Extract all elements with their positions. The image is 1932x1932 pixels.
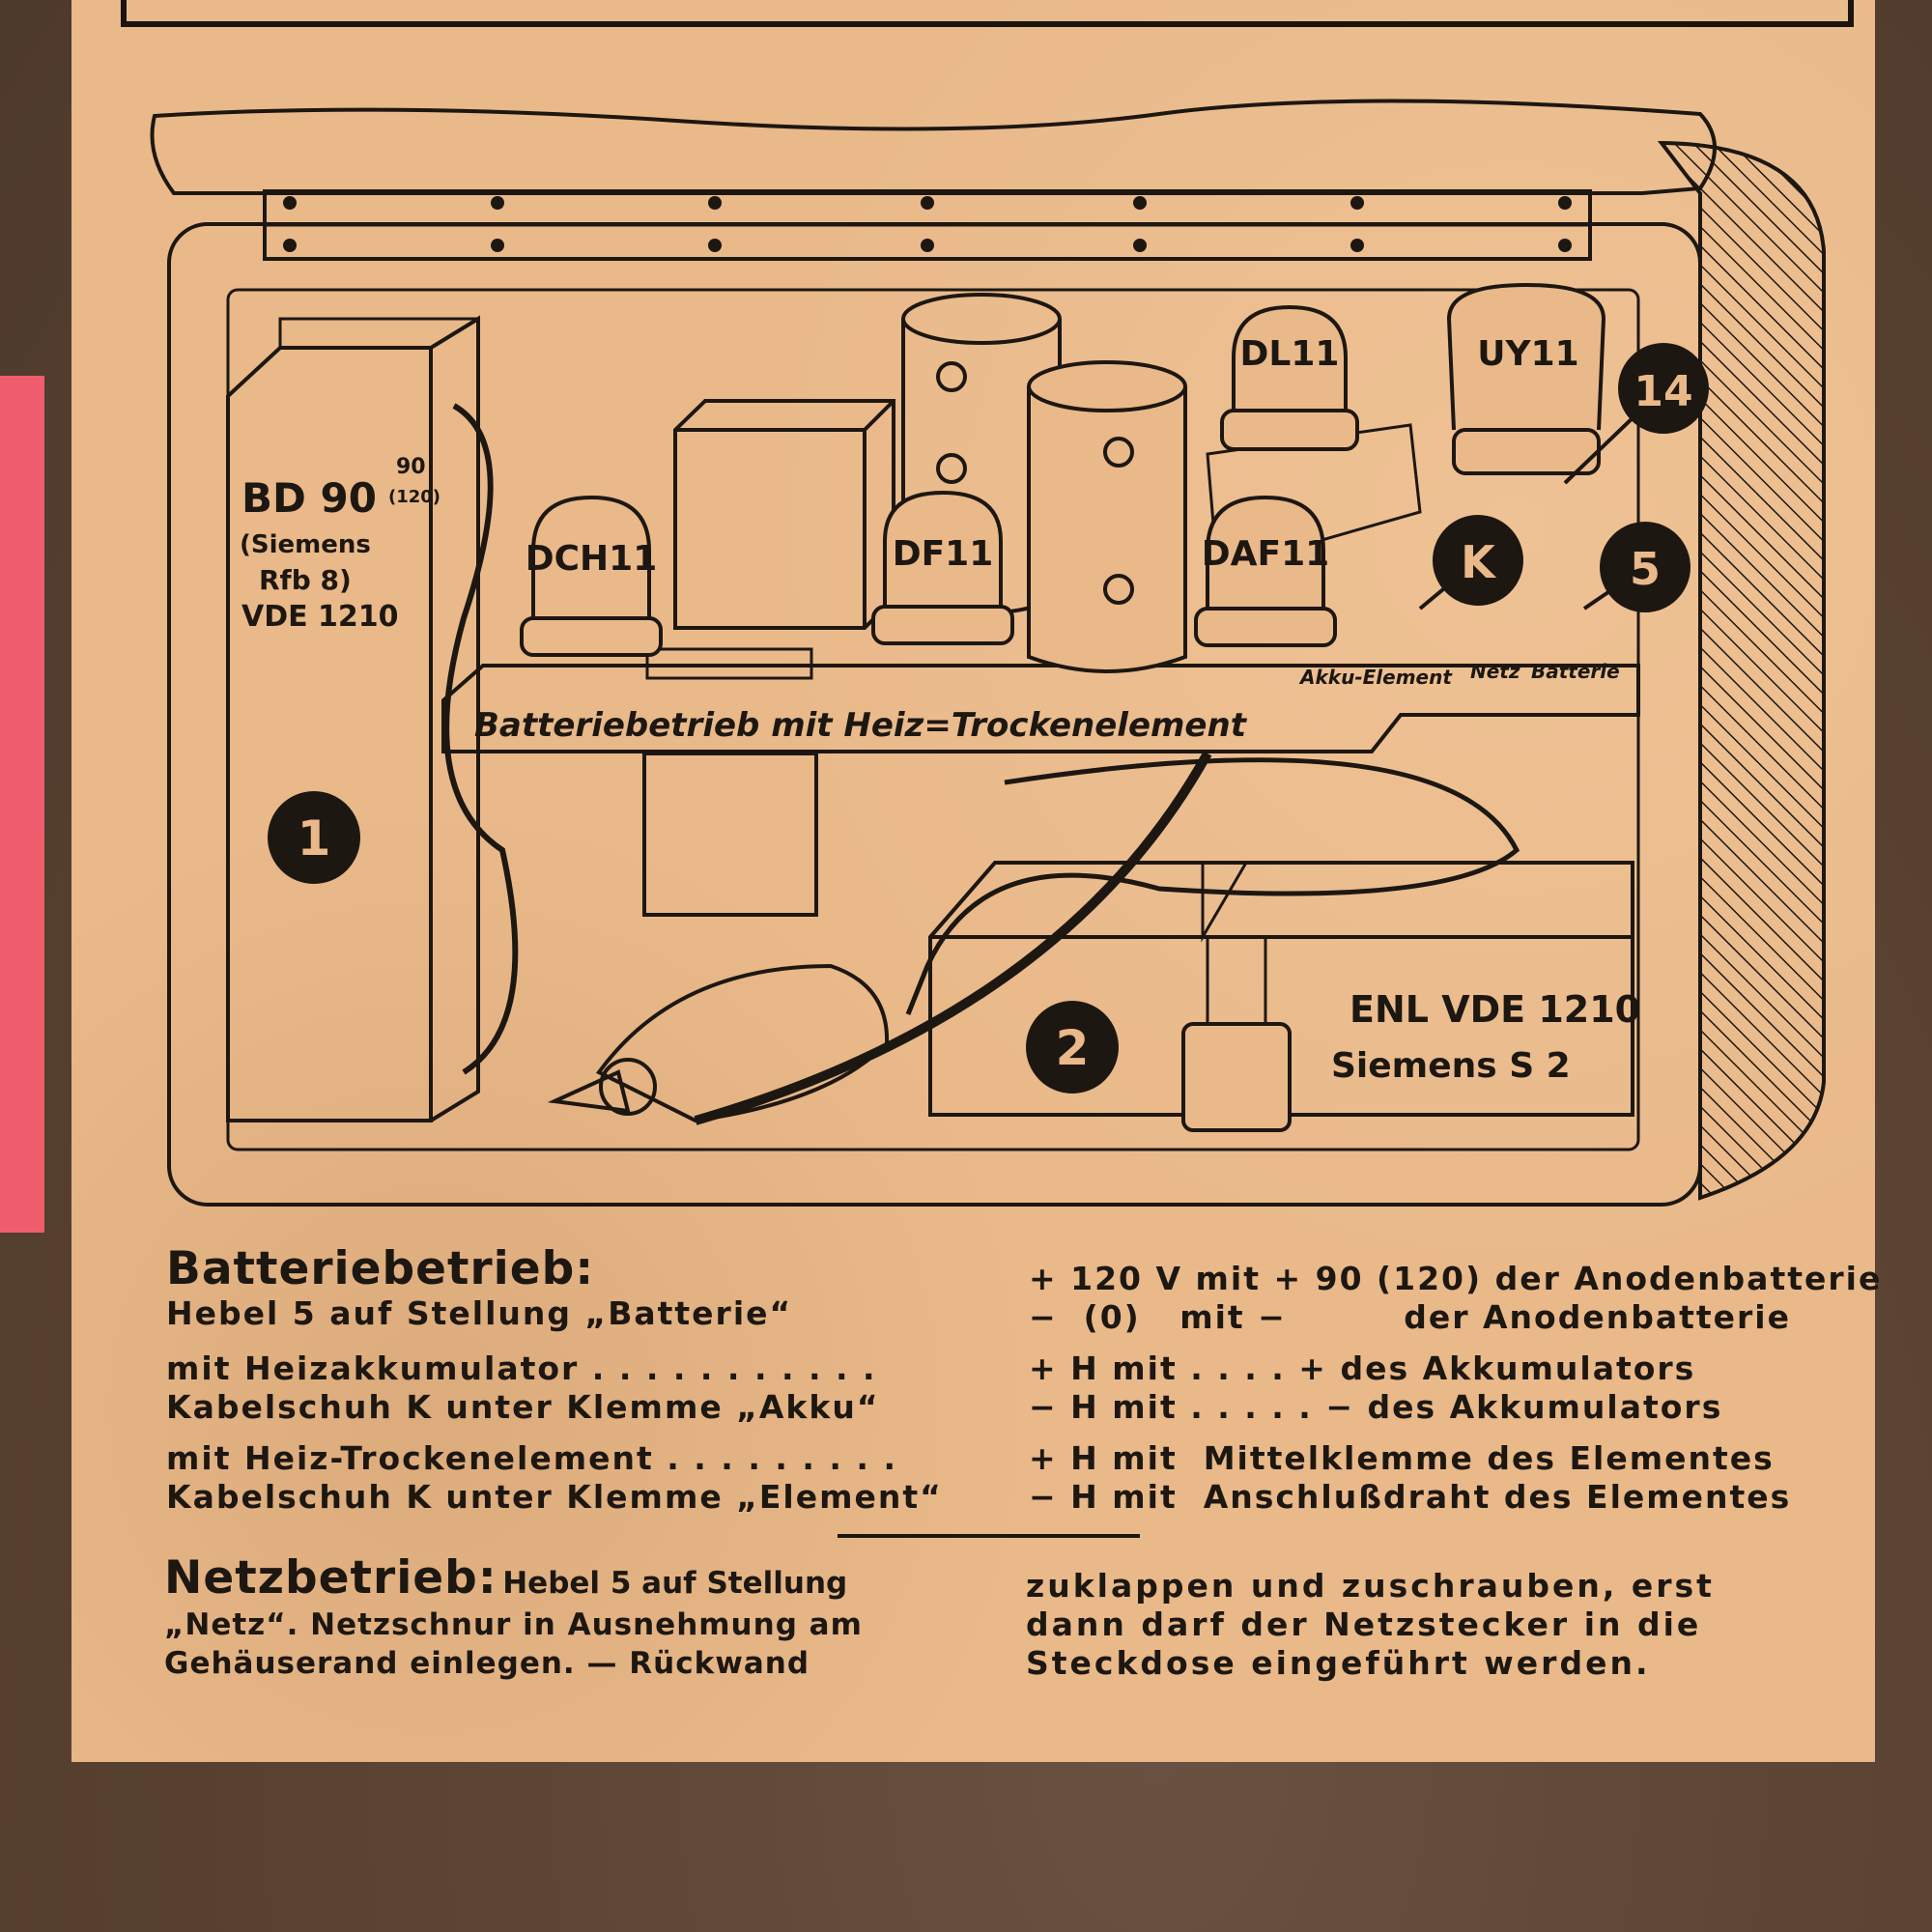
svg-text:(120): (120)	[388, 487, 440, 507]
svg-text:14: 14	[1634, 367, 1692, 416]
coil-box	[673, 399, 895, 630]
battery-1-cable	[443, 403, 519, 1075]
wiring-line: − H mit . . . . . − des Akkumulators	[1029, 1388, 1723, 1426]
wiring-line: + H mit Mittelklemme des Elementes	[1029, 1439, 1775, 1477]
svg-text:DF11: DF11	[893, 534, 994, 574]
chassis-label: Batteriebetrieb mit Heiz=Trockenelement	[474, 706, 1248, 745]
mains-text: Gehäuserand einlegen. — Rückwand	[164, 1646, 810, 1681]
marker-14	[1618, 343, 1709, 434]
mains-text: Steckdose eingeführt werden.	[1026, 1644, 1651, 1682]
top-frame-box	[121, 0, 1854, 27]
battery-2-box	[928, 861, 1634, 1117]
svg-text:K: K	[1461, 536, 1497, 588]
tube-dch11	[520, 495, 663, 657]
svg-text:5: 5	[1630, 543, 1661, 595]
mains-text: zuklappen und zuschrauben, erst	[1026, 1567, 1715, 1605]
lower-can	[642, 752, 818, 917]
cabinet-side-hatched	[1657, 140, 1826, 1201]
battery-instruction: Kabelschuh K unter Klemme „Element“	[166, 1478, 943, 1516]
tube-dl11	[1220, 304, 1359, 451]
switch-label-netz: Netz	[1470, 660, 1520, 683]
mains-text: Hebel 5 auf Stellung	[502, 1566, 848, 1601]
battery-2-strap	[1201, 861, 1267, 1036]
mains-plug	[547, 963, 890, 1123]
marker-2	[1026, 1001, 1119, 1094]
svg-text:Rfb 8): Rfb 8)	[259, 564, 352, 596]
mains-text: „Netz“. Netzschnur in Ausnehmung am	[164, 1607, 863, 1642]
switch-label-akku-element: Akku-Element	[1298, 666, 1453, 689]
chassis-shelf	[441, 664, 1640, 753]
svg-text:Siemens S 2: Siemens S 2	[1331, 1046, 1571, 1086]
svg-text:DCH11: DCH11	[526, 539, 658, 579]
marker-1	[268, 791, 360, 884]
tube-df11	[871, 490, 1014, 645]
wiring-line: − (0) mit − der Anodenbatterie	[1029, 1298, 1791, 1336]
svg-text:VDE 1210: VDE 1210	[242, 600, 399, 634]
chassis-cutout	[645, 647, 813, 680]
svg-text:90: 90	[396, 455, 426, 479]
marker-k	[1433, 515, 1523, 606]
svg-text:DL11: DL11	[1240, 334, 1340, 374]
battery-1-box	[226, 315, 480, 1122]
switch-label-batterie: Batterie	[1531, 660, 1620, 683]
mains-section: Netzbetrieb: Hebel 5 auf Stellung	[164, 1551, 847, 1605]
wiring-line: + 120 V mit + 90 (120) der Anodenbatteri…	[1029, 1260, 1883, 1297]
svg-text:DAF11: DAF11	[1202, 534, 1329, 574]
lid-outline	[150, 99, 1717, 195]
hinge-screws	[283, 196, 1572, 252]
mains-cord	[694, 751, 1212, 1125]
svg-text:UY11: UY11	[1477, 334, 1578, 374]
section-divider	[838, 1534, 1140, 1538]
pink-tab	[0, 376, 44, 1233]
wiring-line: − H mit Anschlußdraht des Elementes	[1029, 1478, 1792, 1516]
svg-text:(Siemens: (Siemens	[240, 530, 371, 559]
marker-5	[1600, 522, 1690, 612]
mains-section-heading: Netzbetrieb:	[164, 1551, 497, 1605]
battery-1-label: BD 90	[242, 474, 377, 522]
battery-cable	[905, 757, 1520, 1015]
battery-2-label: ENL VDE 1210	[1350, 988, 1640, 1031]
tube-uy11	[1446, 282, 1606, 475]
wiring-line: + H mit . . . . + des Akkumulators	[1029, 1350, 1696, 1387]
mains-text: dann darf der Netzstecker in die	[1026, 1605, 1702, 1643]
battery-instruction: mit Heizakkumulator . . . . . . . . . . …	[166, 1350, 877, 1387]
tube-daf11	[1194, 495, 1337, 647]
capacitor-cylinder-2	[1027, 360, 1187, 673]
battery-instruction: Kabelschuh K unter Klemme „Akku“	[166, 1388, 880, 1426]
battery-instruction: Hebel 5 auf Stellung „Batterie“	[166, 1294, 793, 1332]
battery-instruction: mit Heiz-Trockenelement . . . . . . . . …	[166, 1439, 897, 1477]
svg-text:1: 1	[298, 810, 331, 867]
svg-text:2: 2	[1056, 1020, 1090, 1076]
battery-section-heading: Batteriebetrieb:	[166, 1242, 595, 1295]
